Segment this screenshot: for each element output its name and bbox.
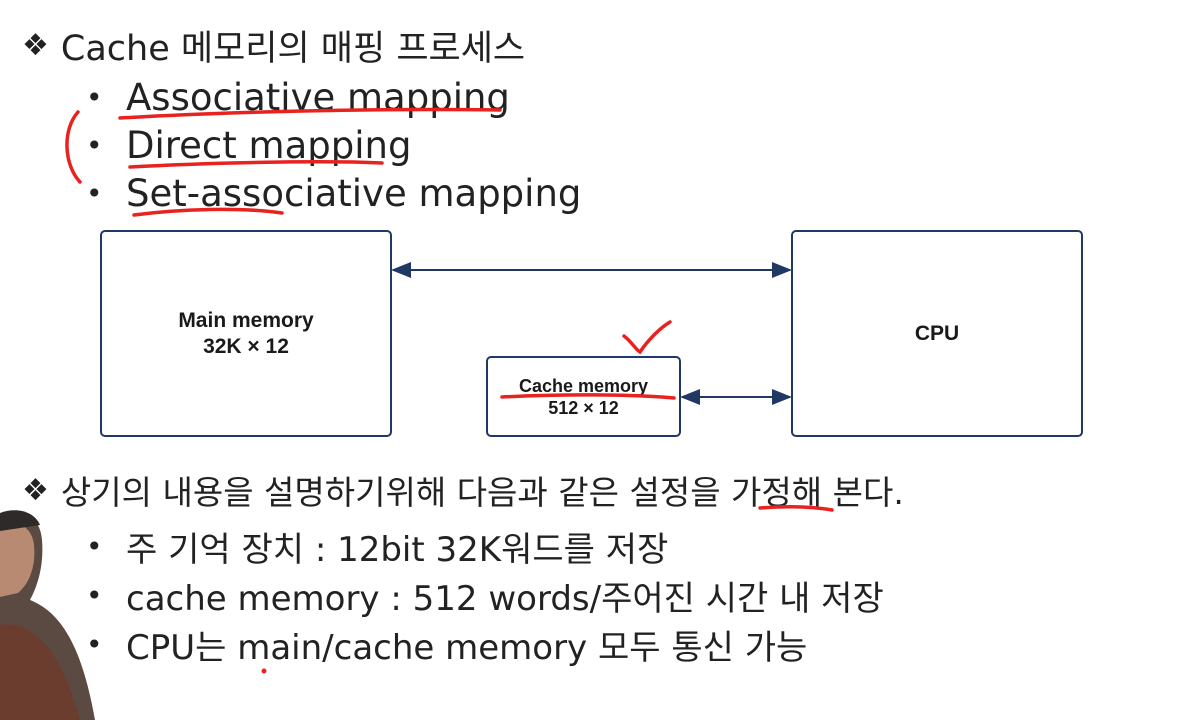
assumption-text: 주 기억 장치 : 12bit 32K워드를 저장 <box>126 530 669 570</box>
bullet-icon: • <box>86 177 103 210</box>
assumption-item-cpu: • CPU는 main/cache memory 모두 통신 가능 <box>86 620 807 669</box>
cpu-label: CPU <box>914 321 960 345</box>
cache-memory-label: Cache memory <box>518 375 649 396</box>
heading-cache-mapping: ❖ Cache 메모리의 매핑 프로세스 <box>22 20 525 71</box>
bullet-icon: • <box>86 129 103 162</box>
heading-cache-mapping-text: Cache 메모리의 매핑 프로세스 <box>60 29 526 69</box>
assumption-item-cache-memory: • cache memory : 512 words/주어진 시간 내 저장 <box>86 571 884 620</box>
main-memory-box: Main memory 32K × 12 <box>100 230 392 437</box>
list-item-direct: • Direct mapping <box>86 124 411 167</box>
presenter-video-overlay <box>0 510 95 720</box>
bracket-mark <box>65 110 82 184</box>
diamond-bullet-icon: ❖ <box>22 472 49 508</box>
main-memory-size: 32K × 12 <box>203 334 289 358</box>
cpu-box: CPU <box>791 230 1083 437</box>
bullet-icon: • <box>86 530 103 563</box>
cache-memory-size: 512 × 12 <box>548 397 619 418</box>
assumption-item-main-memory: • 주 기억 장치 : 12bit 32K워드를 저장 <box>86 522 668 571</box>
list-item-set-associative: • Set-associative mapping <box>86 172 581 215</box>
assumption-text: CPU는 main/cache memory 모두 통신 가능 <box>126 628 808 668</box>
heading-assumptions-text: 상기의 내용을 설명하기위해 다음과 같은 설정을 가정해 본다. <box>60 473 904 512</box>
ink-dot <box>261 668 267 674</box>
bullet-icon: • <box>86 579 103 612</box>
list-item-associative: • Associative mapping <box>86 76 510 119</box>
list-item-text: Set-associative mapping <box>126 172 582 215</box>
list-item-text: Direct mapping <box>126 124 412 167</box>
checkmark-icon <box>622 320 672 355</box>
cache-memory-box: Cache memory 512 × 12 <box>486 356 681 437</box>
assumption-text: cache memory : 512 words/주어진 시간 내 저장 <box>126 579 884 619</box>
bullet-icon: • <box>86 81 103 114</box>
bullet-icon: • <box>86 628 103 661</box>
diamond-bullet-icon: ❖ <box>22 28 49 63</box>
heading-assumptions: ❖ 상기의 내용을 설명하기위해 다음과 같은 설정을 가정해 본다. <box>22 466 904 514</box>
list-item-text: Associative mapping <box>126 76 510 119</box>
main-memory-label: Main memory <box>178 308 314 332</box>
